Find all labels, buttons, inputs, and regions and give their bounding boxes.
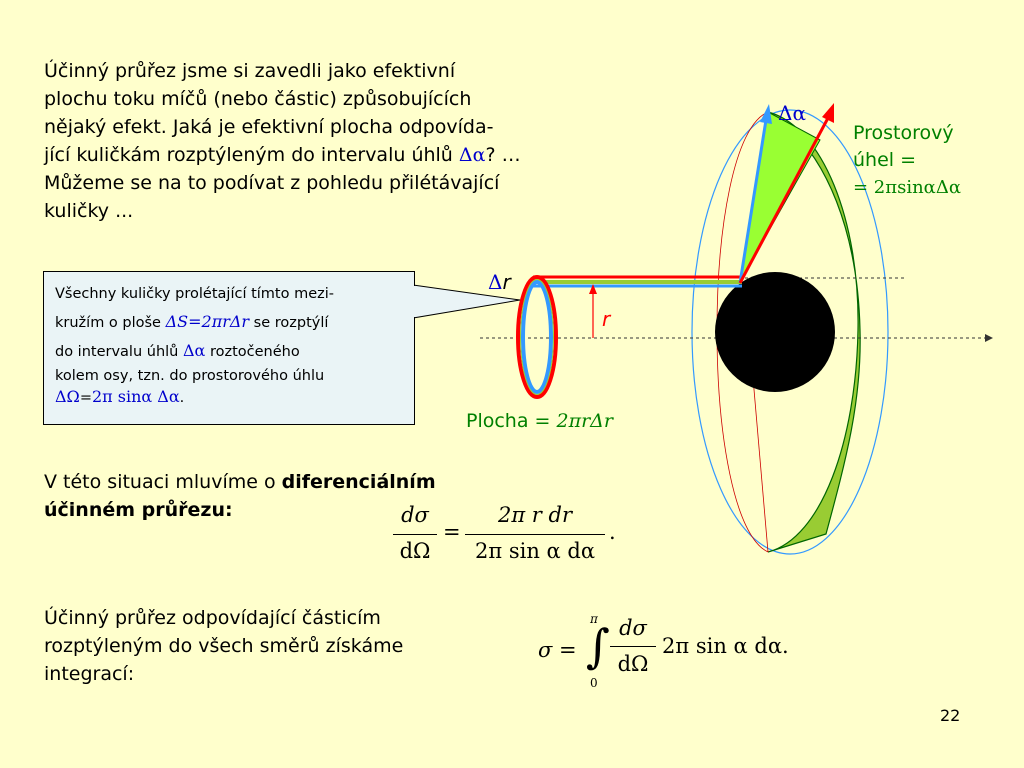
intro-line-4: jící kuličkám rozptýleným do intervalu ú… — [44, 141, 644, 169]
intro-line-4-text: jící kuličkám rozptýleným do intervalu ú… — [44, 144, 459, 166]
eq1-den-right: 2π sin α dα — [474, 539, 595, 563]
eq2-num: dσ — [619, 616, 647, 640]
situation-bold-2: účinném průřezu: — [44, 499, 233, 521]
intro-line-5: Můžeme se na to podívat z pohledu přilét… — [44, 172, 500, 194]
eq1-bar-right — [465, 534, 605, 535]
callout-equals: = — [79, 390, 92, 406]
situation-bold-1: diferenciálním — [281, 471, 436, 493]
intro-paragraph: Účinný průřez jsme si zavedli jako efekt… — [44, 57, 644, 225]
axis-arrow — [985, 334, 993, 342]
callout-line-1: Všechny kuličky prolétající tímto mezi- — [55, 286, 335, 302]
eq2-lhs: σ = — [538, 638, 577, 662]
r-arrow-head — [589, 284, 597, 294]
final-line-2: rozptýleným do všech směrů získáme — [44, 635, 404, 657]
delta-r-delta: Δ — [488, 270, 503, 294]
scattered-arrow-red — [738, 117, 830, 284]
intro-line-2: plochu toku míčů (nebo částic) způsobují… — [44, 88, 472, 110]
solid-angle-line-1: Prostorový — [853, 122, 954, 144]
callout-box — [43, 271, 415, 425]
callout-line-3: do intervalu úhlů Δα roztočeného — [55, 337, 415, 366]
intro-line-4-end: ? … — [485, 144, 521, 166]
plocha-text: Plocha = — [466, 410, 557, 432]
callout-line-5: ΔΩ=2π sinα Δα. — [55, 386, 415, 409]
arrow-head-blue — [760, 104, 772, 124]
delta-alpha-label: Δα — [778, 101, 806, 125]
solid-angle-label: Prostorový úhel = = 2πsinαΔα — [853, 120, 961, 201]
r-label: r — [602, 307, 611, 331]
final-paragraph: Účinný průřez odpovídající částicím rozp… — [44, 604, 504, 688]
eq2-rest: 2π sin α dα. — [662, 634, 789, 658]
scattered-arrow-blue — [738, 119, 768, 284]
situation-line-2: účinném průřezu: — [44, 496, 524, 524]
eq2-lower-limit: 0 — [590, 676, 598, 690]
situation-paragraph: V této situaci mluvíme o diferenciálním … — [44, 468, 524, 524]
pointer-join — [410, 286, 416, 317]
ring-middle — [520, 279, 554, 395]
delta-r-label: Δr — [488, 270, 511, 294]
callout-line-2: kružím o ploše ΔS=2πrΔr se rozptýlí — [55, 308, 415, 337]
plocha-formula: 2πrΔr — [556, 410, 613, 432]
callout-period: . — [179, 390, 185, 406]
eq1-bar-left — [393, 534, 437, 535]
eq1-equals: = — [443, 520, 461, 544]
callout-line-2-end: se rozptýlí — [249, 315, 329, 331]
solid-angle-symbol: ΔΩ — [55, 387, 80, 406]
solid-angle-line-2: úhel = — [853, 149, 917, 171]
eq1-den-left: dΩ — [399, 539, 431, 563]
ring-outer — [516, 275, 558, 399]
delta-alpha-symbol: Δα — [458, 144, 486, 166]
eq2-bar — [610, 646, 656, 647]
page-number: 22 — [940, 706, 961, 725]
solid-angle-formula: 2π sinα Δα — [91, 387, 180, 406]
callout-line-3-end: roztočeného — [205, 344, 300, 360]
arrow-head-red — [822, 103, 834, 123]
situation-line-1: V této situaci mluvíme o diferenciálním — [44, 468, 524, 496]
callout-text: Všechny kuličky prolétající tímto mezi- … — [55, 280, 415, 409]
callout-delta-alpha: Δα — [182, 341, 206, 360]
eq2-upper-limit: π — [590, 612, 598, 626]
plocha-label: Plocha = 2πrΔr — [466, 410, 613, 432]
eq1-period: . — [609, 520, 616, 544]
delta-r-var: r — [502, 270, 511, 294]
solid-angle-value: = 2πsinαΔα — [853, 177, 961, 198]
target-ball — [715, 272, 835, 392]
area-formula: ΔS=2πrΔr — [165, 312, 250, 331]
callout-line-4: kolem osy, tzn. do prostorového úhlu — [55, 368, 325, 384]
solid-angle-ellipse — [691, 109, 889, 555]
integral-sign: ∫ — [586, 619, 610, 673]
callout-line-3-text: do intervalu úhlů — [55, 344, 183, 360]
callout-line-2-text: kružím o ploše — [55, 315, 166, 331]
final-line-1: Účinný průřez odpovídající částicím — [44, 607, 381, 629]
eq1-num-right: 2π r dr — [497, 503, 573, 527]
intro-line-3: nějaký efekt. Jaká je efektivní plocha o… — [44, 116, 494, 138]
ring-inner — [521, 280, 553, 394]
situation-text: V této situaci mluvíme o — [44, 471, 282, 493]
eq1-num-left: dσ — [401, 503, 429, 527]
intro-line-1: Účinný průřez jsme si zavedli jako efekt… — [44, 60, 456, 82]
eq2-den: dΩ — [617, 652, 649, 676]
final-line-3: integrací: — [44, 663, 135, 685]
intro-line-6: kuličky ... — [44, 200, 134, 222]
